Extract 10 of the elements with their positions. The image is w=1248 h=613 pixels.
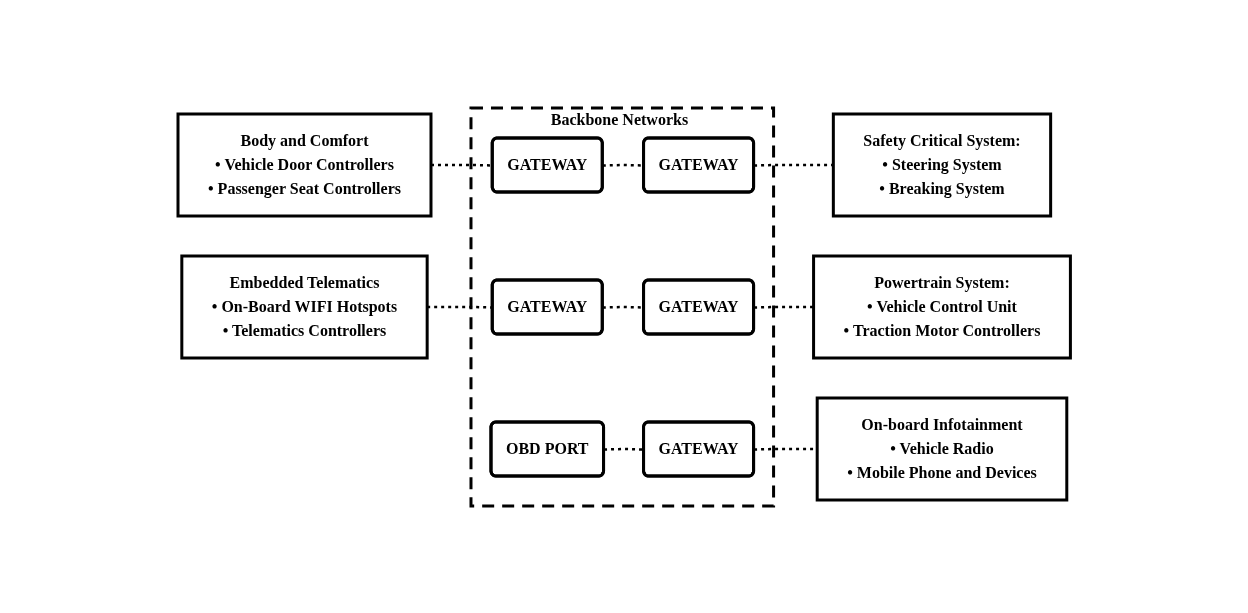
- node-box: Embedded Telematics • On-Board WIFI Hotspots • Telematics Controllers: [180, 254, 429, 359]
- connector: [753, 305, 814, 309]
- node-box: Safety Critical System: • Steering System • Breaking System: [831, 112, 1052, 217]
- node-box: Body and Comfort • Vehicle Door Controllers • Passenger Seat Controllers: [176, 112, 433, 217]
- node-box: Powertrain System: • Vehicle Control Unit • Traction Motor Controllers: [811, 254, 1072, 359]
- connector: [602, 163, 644, 167]
- connector: [430, 163, 493, 167]
- node-box: On-board Infotainment • Vehicle Radio • Mobile Phone and Devices: [815, 396, 1069, 501]
- connector: [602, 305, 644, 309]
- connector: [603, 447, 644, 451]
